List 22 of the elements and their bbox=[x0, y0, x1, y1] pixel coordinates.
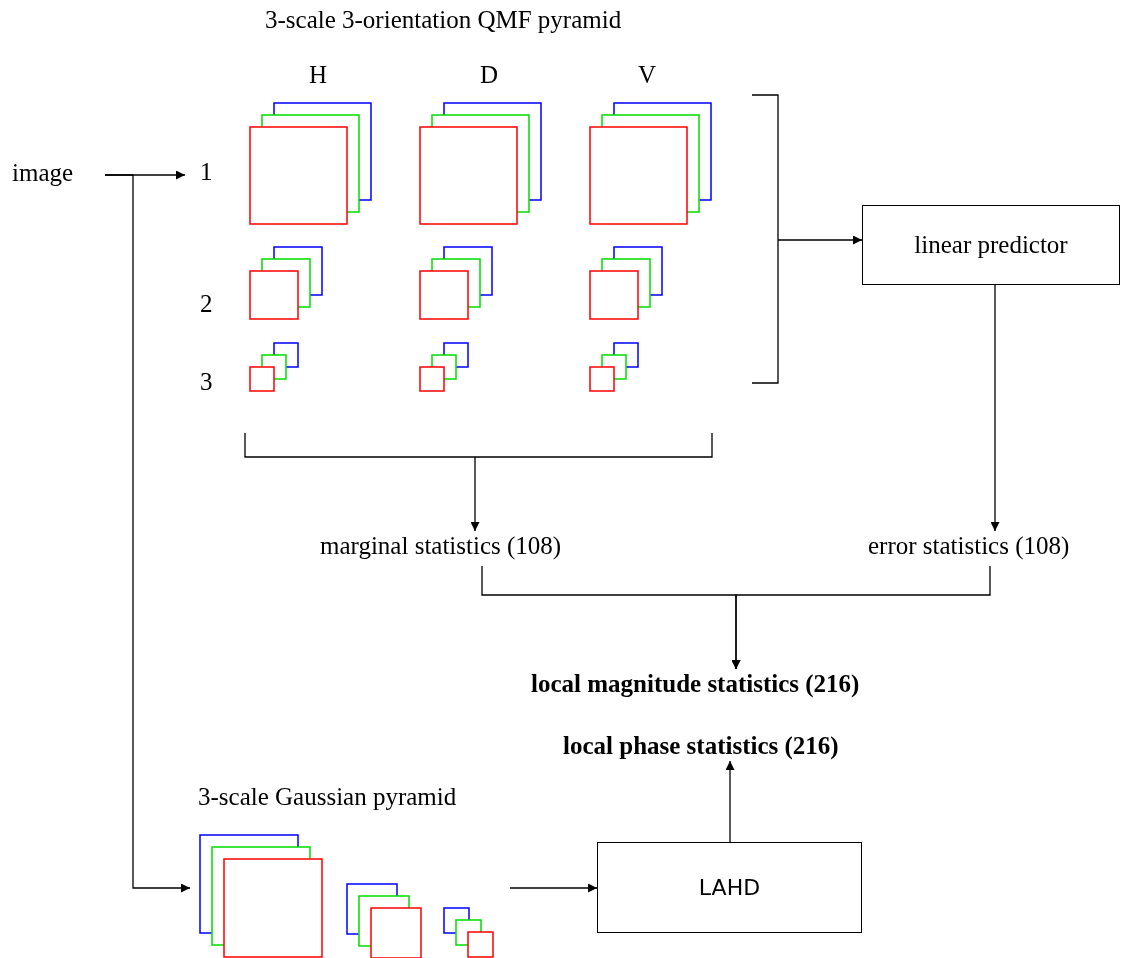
arrow bbox=[725, 760, 735, 843]
statistics-label: local phase statistics (216) bbox=[563, 731, 839, 761]
statistics-label: error statistics (108) bbox=[868, 531, 1070, 561]
arrow bbox=[104, 174, 191, 893]
scale-label: 3 bbox=[200, 367, 213, 397]
process-box: linear predictor bbox=[862, 205, 1120, 285]
scale-label: 1 bbox=[200, 157, 213, 187]
arrow bbox=[244, 432, 713, 532]
arrow bbox=[731, 565, 991, 670]
pyramid-title: 3-scale Gaussian pyramid bbox=[198, 782, 457, 812]
arrow bbox=[751, 94, 863, 384]
orientation-label: H bbox=[309, 60, 328, 90]
pyramid-title: 3-scale 3-orientation QMF pyramid bbox=[265, 5, 622, 35]
statistics-label: local magnitude statistics (216) bbox=[531, 669, 860, 699]
orientation-label: D bbox=[480, 60, 499, 90]
statistics-label: marginal statistics (108) bbox=[320, 531, 562, 561]
process-box: LAHD bbox=[597, 842, 862, 933]
scale-label: 2 bbox=[200, 289, 213, 319]
input-label: image bbox=[12, 158, 74, 188]
arrow bbox=[509, 883, 598, 893]
arrow bbox=[990, 284, 1000, 532]
orientation-label: V bbox=[638, 60, 657, 90]
